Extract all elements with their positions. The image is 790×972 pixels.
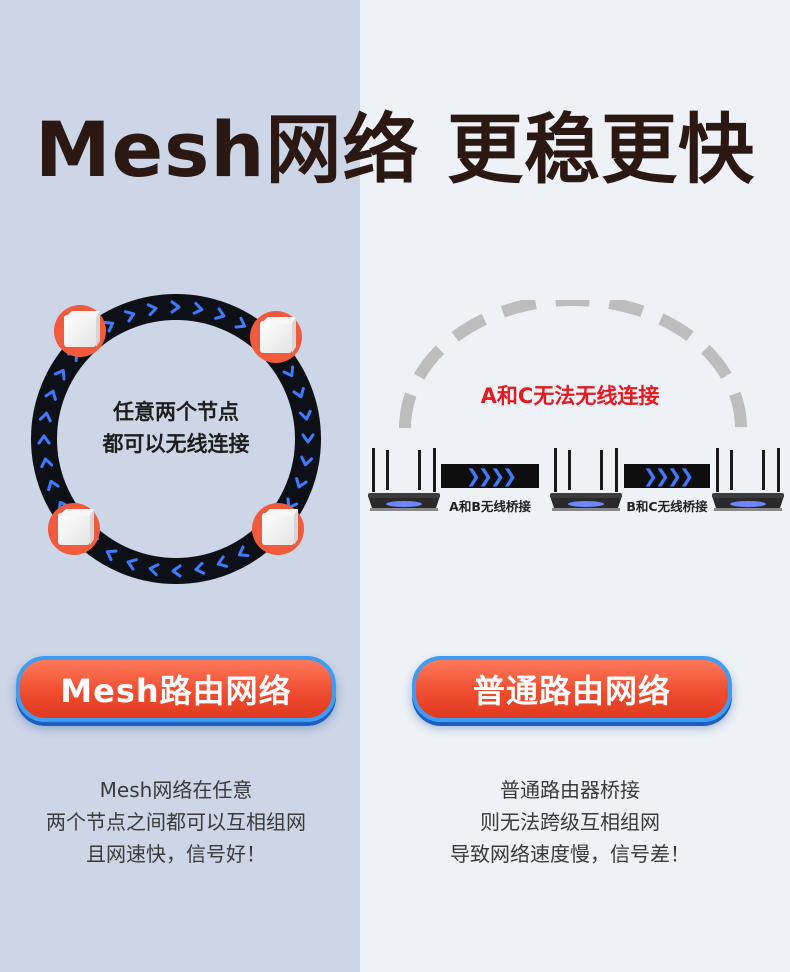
ring-chevron-icon bbox=[214, 307, 226, 320]
mesh-ring-track bbox=[31, 294, 321, 584]
router-b-icon bbox=[550, 448, 622, 511]
mesh-node-top-left bbox=[54, 305, 106, 357]
bridge-a-b-label: A和B无线桥接 bbox=[449, 499, 531, 514]
mesh-description-line-3: 且网速快，信号好！ bbox=[86, 842, 266, 866]
ring-chevron-icon bbox=[47, 479, 60, 492]
ring-chevron-icon bbox=[298, 409, 312, 421]
normal-description: 普通路由器桥接 则无法跨级互相组网 导致网络速度慢，信号差！ bbox=[410, 774, 730, 870]
ring-chevron-icon bbox=[105, 549, 118, 562]
ring-chevron-icon bbox=[37, 434, 51, 445]
ring-chevron-icon bbox=[237, 545, 250, 558]
ring-chevron-icon bbox=[53, 368, 66, 381]
ring-chevron-icon bbox=[123, 310, 136, 323]
normal-network-button[interactable]: 普通路由网络 bbox=[412, 656, 732, 722]
ring-chevron-icon bbox=[126, 558, 138, 571]
a-c-no-connection-label: A和C无法无线连接 bbox=[480, 384, 660, 408]
ring-chevron-icon bbox=[38, 411, 52, 423]
ring-chevron-icon bbox=[44, 389, 57, 401]
ring-chevron-icon bbox=[282, 365, 295, 378]
ring-chevron-icon bbox=[148, 563, 160, 577]
ring-chevron-icon bbox=[300, 455, 314, 467]
mesh-description-line-1: Mesh网络在任意 bbox=[99, 778, 253, 802]
chevron-right-icon: ❯❯❯❯ bbox=[642, 465, 694, 487]
ring-chevron-icon bbox=[171, 564, 182, 578]
ring-chevron-icon bbox=[216, 555, 229, 568]
bridge-b-c-arrows: ❯❯❯❯ bbox=[624, 464, 710, 488]
ring-chevron-icon bbox=[234, 316, 247, 329]
normal-description-line-2: 则无法跨级互相组网 bbox=[480, 810, 660, 834]
mesh-ring-text-line-1: 任意两个节点 bbox=[113, 400, 239, 424]
router-a-icon bbox=[368, 448, 440, 511]
mesh-node-bottom-left bbox=[48, 503, 100, 555]
mesh-ring-diagram bbox=[31, 294, 321, 584]
mesh-description: Mesh网络在任意 两个节点之间都可以互相组网 且网速快，信号好！ bbox=[16, 774, 336, 870]
mesh-network-button[interactable]: Mesh路由网络 bbox=[16, 656, 336, 722]
chevron-right-icon: ❯❯❯❯ bbox=[465, 465, 517, 487]
dashed-arc bbox=[399, 300, 747, 429]
mesh-ring-text-line-2: 都可以无线连接 bbox=[102, 432, 250, 456]
ring-chevron-icon bbox=[102, 320, 115, 333]
mesh-ring-text: 任意两个节点 都可以无线连接 bbox=[60, 396, 292, 460]
ring-chevron-icon bbox=[40, 457, 54, 469]
bridge-a-b-arrows: ❯❯❯❯ bbox=[441, 464, 539, 488]
ring-chevron-icon bbox=[292, 386, 305, 399]
mesh-description-line-2: 两个节点之间都可以互相组网 bbox=[46, 810, 306, 834]
bridge-b-c-label: B和C无线桥接 bbox=[626, 499, 708, 514]
ring-chevron-icon bbox=[301, 433, 315, 444]
ring-chevron-icon bbox=[194, 561, 206, 575]
ring-chevron-icon bbox=[146, 303, 158, 317]
ring-chevron-icon bbox=[170, 300, 181, 314]
mesh-node-top-right bbox=[250, 311, 302, 363]
normal-description-line-1: 普通路由器桥接 bbox=[500, 778, 640, 802]
ring-chevron-icon bbox=[192, 301, 204, 315]
normal-description-line-3: 导致网络速度慢，信号差！ bbox=[450, 842, 690, 866]
router-c-icon bbox=[712, 448, 784, 511]
mesh-node-bottom-right bbox=[252, 503, 304, 555]
ring-chevron-icon bbox=[295, 477, 308, 489]
headline: Mesh网络 更稳更快 bbox=[35, 105, 755, 194]
